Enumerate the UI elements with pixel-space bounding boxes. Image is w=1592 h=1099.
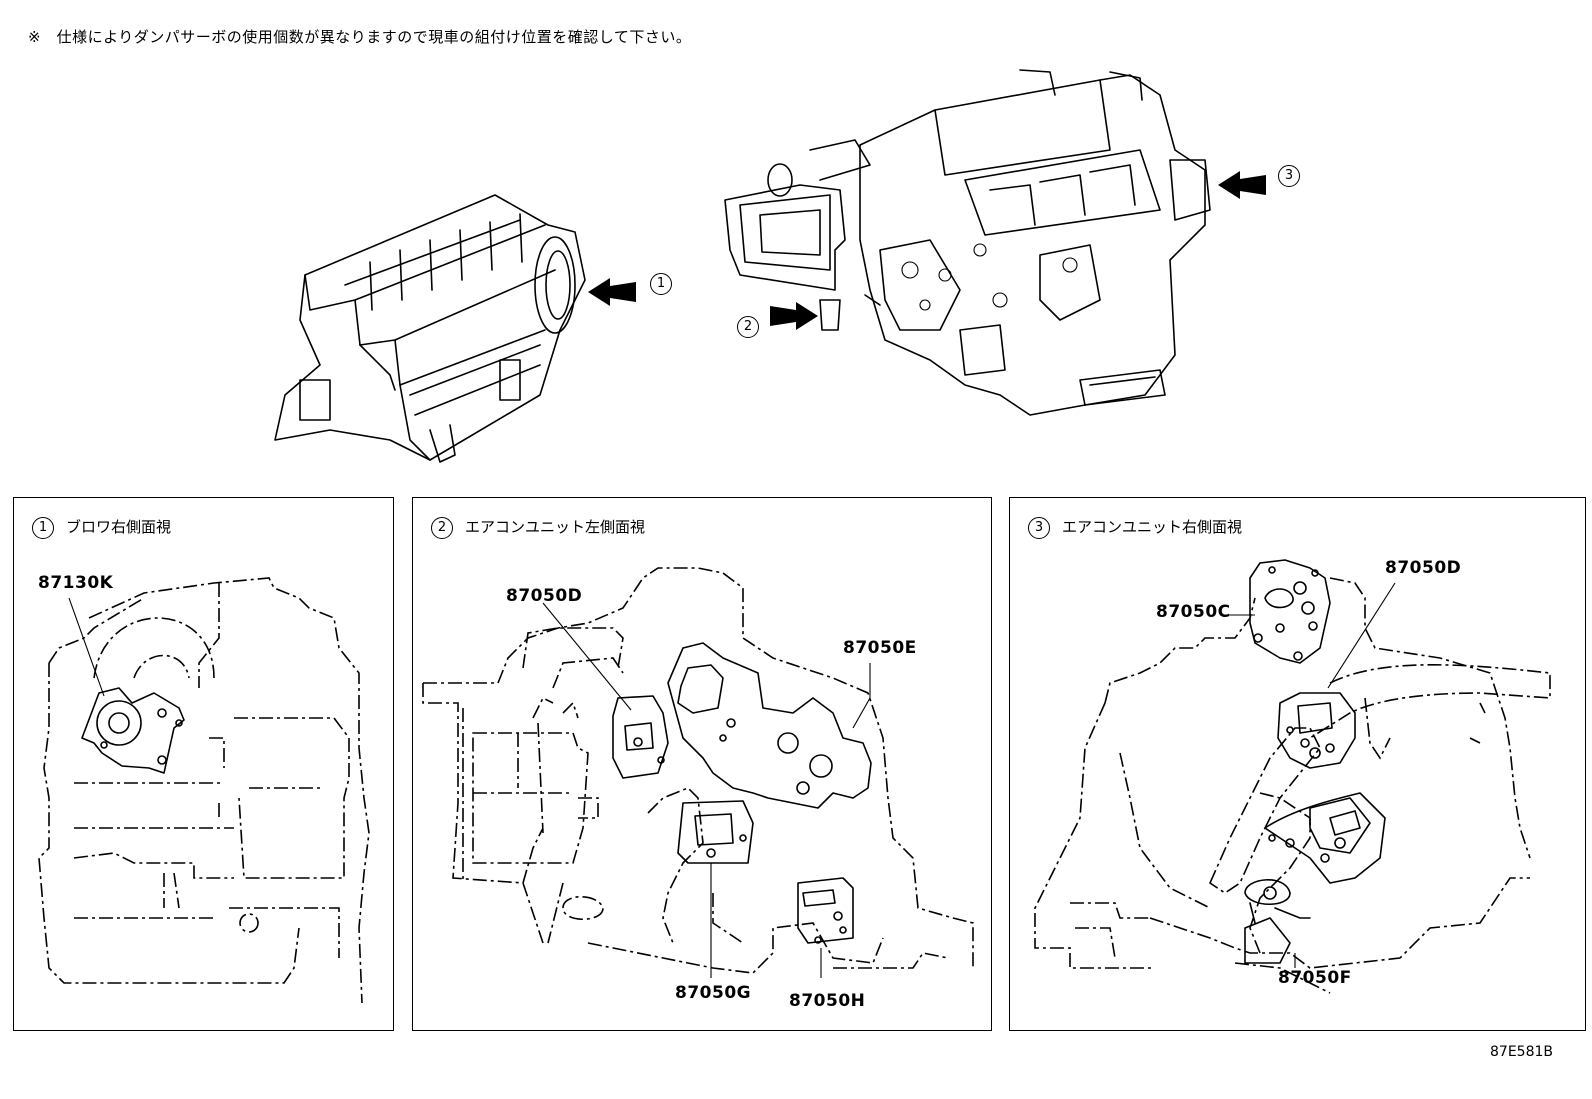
view-title-text: ブロワ右側面視 [66,518,172,536]
blower-side-view [38,577,370,1004]
callout-3: 3 [1278,165,1300,187]
view-title-1: 1 ブロワ右側面視 [32,516,171,539]
view-title-text: エアコンユニット左側面視 [465,518,646,536]
view-panel-2: 2 エアコンユニット左側面視 [412,497,992,1031]
view-title-2: 2 エアコンユニット左側面視 [431,516,645,539]
view-arrow-1 [588,278,636,306]
part-87050E: 87050E [843,638,917,658]
part-87050D: 87050D [1385,558,1462,578]
callout-2: 2 [737,316,759,338]
figure-id: 87E581B [1490,1044,1553,1060]
view-title-text: エアコンユニット右側面視 [1062,518,1243,536]
view-title-3: 3 エアコンユニット右側面視 [1028,516,1242,539]
ac-right-side-view [1034,559,1551,994]
ac-unit-illustration [724,69,1211,416]
part-87050C: 87050C [1156,602,1231,622]
ac-left-side-view [422,567,974,978]
specification-note: ※ 仕様によりダンパサーボの使用個数が異なりますので現車の組付け位置を確認して下… [28,28,692,46]
view-panel-3: 3 エアコンユニット右側面視 [1009,497,1586,1031]
callout-1: 1 [650,273,672,295]
view-number-1: 1 [32,516,54,539]
part-87050G: 87050G [675,983,752,1003]
view-number-3: 3 [1028,516,1050,539]
part-87050F: 87050F [1278,968,1352,988]
view-arrow-2 [770,302,818,330]
view-panel-1: 1 ブロワ右側面視 87130K [13,497,394,1031]
blower-unit-illustration [274,194,586,463]
view-arrow-3 [1218,171,1266,199]
view-number-2: 2 [431,516,453,539]
part-87050H: 87050H [789,991,866,1011]
part-87050D: 87050D [506,586,583,606]
part-87130K: 87130K [38,573,114,593]
